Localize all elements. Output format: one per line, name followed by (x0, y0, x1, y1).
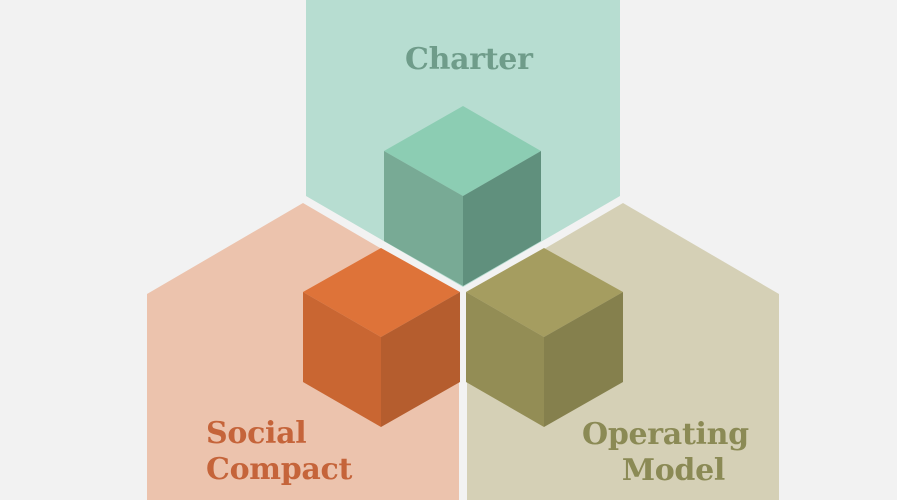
social-compact-cube-icon (303, 248, 460, 427)
operating-model-label-line1: Operating (582, 417, 749, 452)
charter-label-text: Charter (405, 42, 533, 77)
social-cube-left-face (303, 292, 381, 427)
operating-cube-top-face (466, 248, 623, 337)
operating-cube-right-face (544, 292, 623, 427)
operating-model-label-line2: Model (621, 453, 725, 488)
charter-cube-left-face (384, 151, 463, 286)
social-compact-label-line2: Compact (206, 452, 353, 487)
social-cube-right-face (381, 292, 460, 427)
charter-cube-icon (384, 106, 541, 286)
operating-model-label: Operating Model (582, 417, 749, 489)
social-compact-label: Social Compact (206, 416, 352, 488)
charter-cube-right-face (463, 151, 541, 286)
charter-label: Charter (405, 42, 533, 78)
operating-cube-left-face (466, 292, 544, 427)
social-cube-top-face (303, 248, 460, 337)
charter-cube-top-face (384, 106, 541, 196)
operating-model-cube-icon (466, 248, 623, 427)
social-compact-label-line1: Social (206, 416, 307, 451)
